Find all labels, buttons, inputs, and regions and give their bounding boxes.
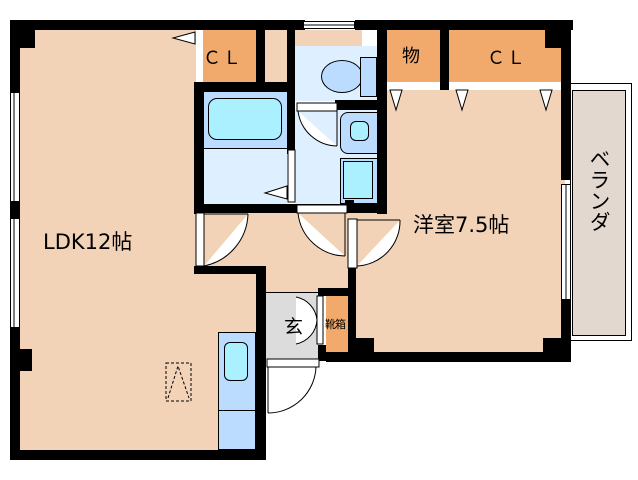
ldk-window-lower (10, 218, 20, 328)
wall-storage-divider (440, 28, 449, 90)
closet-right-corner (545, 30, 561, 48)
wall-shoebox-right (348, 288, 356, 362)
shoe-box (326, 295, 348, 357)
wall-closet-left (194, 82, 204, 214)
ldk-window-upper (10, 92, 20, 202)
toilet-tank (360, 57, 377, 97)
washbasin-bowl (350, 121, 369, 141)
toilet-bowl (321, 60, 363, 93)
shoe-box-label: 靴箱 (325, 318, 346, 331)
wall-western-corner-bl (350, 338, 374, 356)
wall-right (561, 20, 571, 180)
toilet-top-strip (290, 30, 362, 46)
veranda-label: ベランダ (587, 148, 611, 232)
wall-top-right (355, 20, 573, 30)
western-room-label: 洋室7.5帖 (413, 213, 510, 237)
bathtub-basin (208, 98, 282, 140)
closet-right (449, 30, 561, 82)
counter-divider (218, 410, 256, 411)
washing-machine-inner (343, 161, 373, 199)
storage-label: 物 (402, 46, 420, 67)
wall-ldk-step (194, 266, 266, 274)
small-floor-top (265, 30, 287, 82)
ldk-label: LDK12帖 (43, 230, 133, 254)
wall-entrance-bottom-block (318, 345, 326, 361)
entrance-label: 玄 (284, 316, 304, 338)
wall-toilet-left (287, 28, 295, 154)
closet-left-label: ＣＬ (203, 48, 243, 69)
wall-cl-bottom (194, 82, 294, 92)
wall-western-bottom (326, 352, 571, 362)
closet-right-label: ＣＬ (487, 48, 527, 69)
wall-toilet-bottom (335, 100, 380, 110)
veranda (572, 90, 626, 336)
closet-left (203, 30, 256, 82)
wall-entrance-right (318, 288, 356, 296)
storage-closet (387, 30, 440, 82)
wall-western-left-upper (345, 200, 354, 212)
wall-left-stub (20, 349, 32, 371)
wall-bottom-ldk (10, 450, 265, 460)
wall-cl-divider (256, 28, 265, 84)
wall-right-lower (561, 300, 571, 362)
kitchen-sink (224, 342, 248, 381)
wall-ldk-right (256, 268, 266, 460)
wall-bath-bottom (194, 204, 380, 213)
wall-top-left (10, 20, 305, 30)
wall-toilet-right (377, 28, 387, 214)
wall-western-corner-br (543, 338, 565, 356)
